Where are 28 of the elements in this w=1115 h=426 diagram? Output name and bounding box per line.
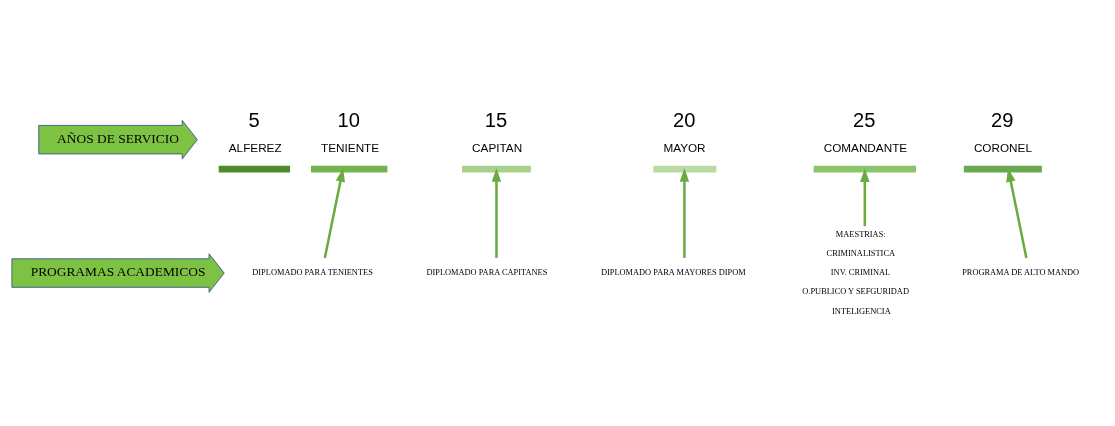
node-label: 25	[853, 108, 876, 131]
node-label: CAPITAN	[472, 140, 523, 154]
node-label: 15	[484, 108, 508, 131]
node-label: MAYOR	[663, 140, 706, 154]
arrow	[1006, 167, 1028, 258]
node-box	[462, 165, 531, 172]
node-box	[653, 165, 717, 172]
node-text: PROGRAMA DE ALTO MANDO	[962, 267, 1080, 277]
arrow	[491, 167, 502, 258]
node-label: 20	[673, 108, 696, 131]
node-label: CORONEL	[973, 140, 1032, 154]
node-label: 10	[337, 108, 360, 131]
node-label: ALFEREZ	[228, 140, 282, 154]
arrow	[679, 167, 690, 258]
node-text: MAESTRIAS: CRIMINALISTICA INV. CRIMINAL O.PUBLICO Y SEFGURIDAD INTELIGENCIA	[802, 229, 909, 316]
node-box	[963, 165, 1042, 172]
node-box	[311, 165, 388, 172]
node-box	[813, 165, 916, 172]
node-label: TENIENTE	[321, 140, 380, 154]
node-box	[218, 165, 291, 172]
arrow	[323, 167, 346, 258]
node-text: DIPLOMADO PARA MAYORES DIPOM	[600, 267, 746, 277]
node-label: 29	[991, 108, 1014, 131]
node-text: DIPLOMADO PARA TENIENTES	[252, 267, 373, 277]
node-label: 5	[248, 108, 260, 131]
node-text: DIPLOMADO PARA CAPITANES	[426, 267, 548, 277]
arrow	[860, 167, 870, 226]
node-label: COMANDANTE	[823, 140, 908, 154]
